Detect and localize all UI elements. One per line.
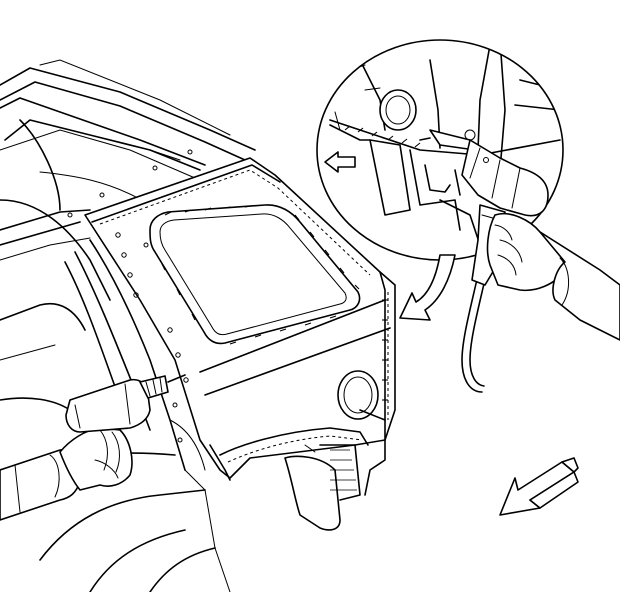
callout-arrow-icon [399, 254, 456, 321]
right-sleeve [539, 231, 620, 341]
drill-icon [65, 378, 151, 433]
direction-arrow-icon [324, 151, 356, 173]
left-drill-assembly [0, 374, 186, 521]
right-drill-assembly [461, 139, 620, 393]
quarter-panel [84, 157, 396, 531]
pillar-weld-dots [115, 232, 189, 383]
right-hand [486, 213, 566, 292]
rear-flange-weld-marks [382, 299, 388, 401]
front-arrow-icon [499, 457, 579, 516]
window-weld-marks [161, 205, 360, 345]
wheelhouse-inner [284, 455, 341, 531]
